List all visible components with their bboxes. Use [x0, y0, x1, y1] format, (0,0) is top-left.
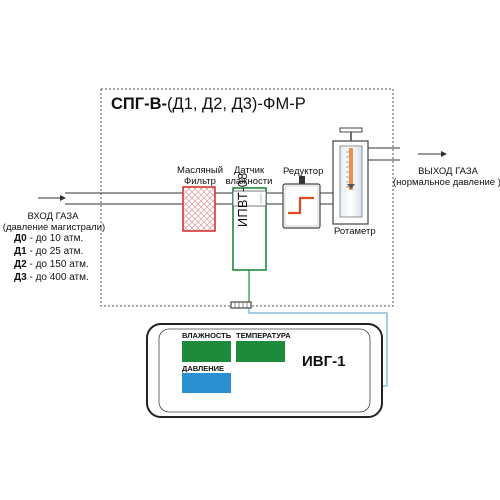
device-name: ИВГ-1 — [302, 353, 346, 370]
inlet-arrow-icon — [38, 195, 66, 201]
pressure-display — [182, 373, 231, 393]
range-d2: Д2 - до 150 атм. — [14, 259, 89, 271]
gas-pipe — [65, 147, 400, 205]
oil-filter-label-line1: Масляный — [176, 165, 224, 176]
temperature-button-label: ТЕМПЕРАТУРА — [236, 331, 291, 340]
range-d3: Д3 - до 400 атм. — [14, 272, 89, 284]
outlet-label: ВЫХОД ГАЗА — [418, 166, 478, 177]
humidity-display — [182, 341, 231, 362]
oil-filter-icon — [182, 186, 216, 232]
oil-filter-label-line2: Фильтр — [184, 176, 216, 187]
pressure-button-label: ДАВЛЕНИЕ — [182, 364, 225, 373]
system-title: СПГ-В-(Д1, Д2, Д3)-ФМ-Р — [111, 95, 306, 114]
title-model-code: СПГ-В- — [111, 95, 168, 113]
inlet-label: ВХОД ГАЗА — [27, 211, 79, 222]
cable-connector-icon — [230, 301, 252, 309]
range-d1-code: Д1 — [14, 246, 27, 257]
temperature-display — [236, 341, 285, 362]
reducer-icon — [282, 176, 321, 229]
range-d1-text: - до 25 атм. — [26, 246, 84, 257]
humidity-sensor-label-line1: Датчик — [233, 165, 265, 176]
range-d0-text: - до 10 атм. — [26, 233, 84, 244]
inlet-sublabel: (давление магистрали) — [2, 222, 106, 233]
range-d0-code: Д0 — [14, 233, 27, 244]
rotameter-label: Ротаметр — [334, 226, 376, 237]
range-d1: Д1 - до 25 атм. — [14, 246, 83, 258]
humidity-button-label: ВЛАЖНОСТЬ — [182, 331, 232, 340]
outlet-arrow-icon — [418, 151, 447, 157]
range-d0: Д0 - до 10 атм. — [14, 233, 83, 245]
sensor-model-label: ИПВТ-08 — [236, 172, 250, 227]
range-d2-code: Д2 — [14, 259, 27, 270]
range-d2-text: - до 150 атм. — [26, 259, 89, 270]
rotameter-icon — [332, 127, 369, 225]
range-d3-code: Д3 — [14, 272, 27, 283]
reducer-label: Редуктор — [283, 166, 324, 177]
range-d3-text: - до 400 атм. — [26, 272, 89, 283]
humidity-sensor-icon — [232, 187, 267, 271]
humidity-sensor-label-line2: влажности — [225, 176, 273, 187]
title-model-suffix: (Д1, Д2, Д3)-ФМ-Р — [167, 95, 306, 113]
system-enclosure — [100, 88, 394, 307]
outlet-sublabel: (нормальное давление ) — [393, 177, 500, 188]
